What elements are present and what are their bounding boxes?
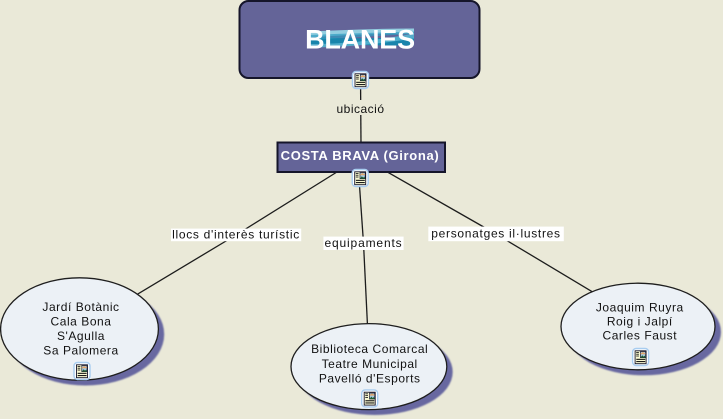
svg-text:Teatre Municipal: Teatre Municipal	[322, 357, 418, 371]
svg-text:Joaquim Ruyra: Joaquim Ruyra	[596, 300, 684, 314]
svg-text:personatges il·lustres: personatges il·lustres	[431, 226, 560, 240]
svg-text:Sa Palomera: Sa Palomera	[43, 344, 118, 358]
svg-text:COSTA BRAVA (Girona): COSTA BRAVA (Girona)	[281, 148, 440, 163]
svg-text:S'Agulla: S'Agulla	[57, 329, 105, 343]
svg-text:Roig i Jalpí: Roig i Jalpí	[607, 314, 673, 328]
svg-text:BLANES: BLANES	[305, 25, 415, 55]
svg-text:Pavelló d'Esports: Pavelló d'Esports	[319, 372, 421, 386]
svg-text:equipaments: equipaments	[324, 236, 402, 250]
svg-text:ubicació: ubicació	[336, 102, 384, 116]
svg-text:Cala Bona: Cala Bona	[51, 315, 112, 329]
svg-text:Jardí Botànic: Jardí Botànic	[42, 300, 119, 314]
svg-text:Biblioteca Comarcal: Biblioteca Comarcal	[311, 342, 428, 356]
svg-text:llocs d'interès turístic: llocs d'interès turístic	[172, 228, 300, 242]
svg-text:Carles Faust: Carles Faust	[602, 328, 677, 342]
